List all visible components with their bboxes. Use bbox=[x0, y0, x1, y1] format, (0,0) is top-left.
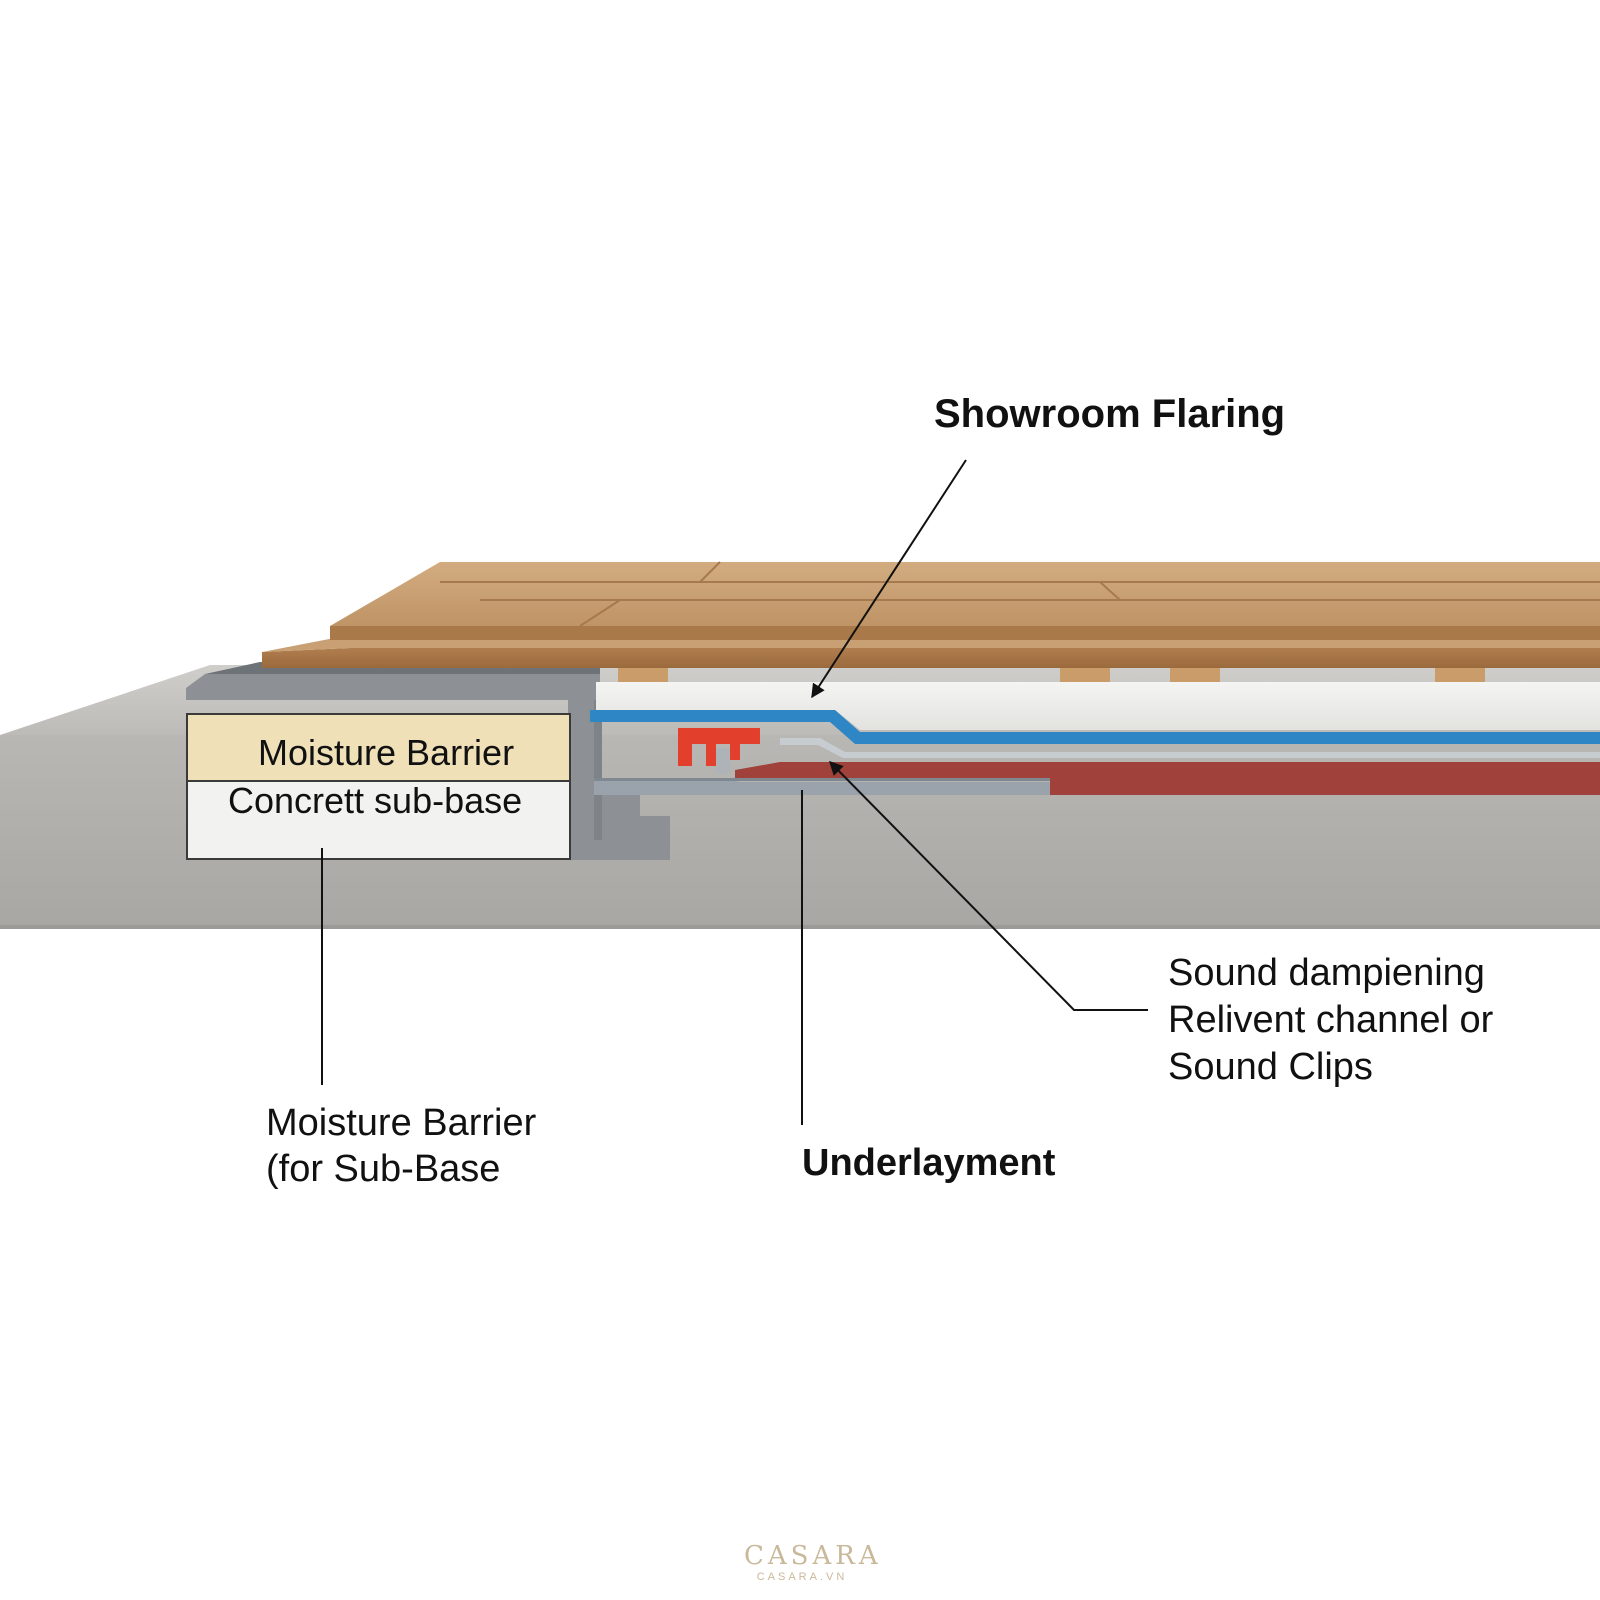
moisture-line-1: Moisture Barrier bbox=[266, 1102, 537, 1144]
steel-channel bbox=[594, 778, 1050, 795]
wood-flooring bbox=[262, 561, 1600, 668]
wood-battens bbox=[618, 668, 1485, 682]
sound-leader bbox=[829, 761, 1148, 1011]
showroom-leader bbox=[811, 459, 967, 699]
moisture-barrier-subbase-label: Moisture Barrier (for Sub-Base bbox=[266, 1100, 536, 1192]
underlayment-label: Underlayment bbox=[802, 1142, 1056, 1184]
casara-watermark-logo: CASARA CASARA.VN bbox=[744, 1541, 882, 1584]
sound-line-2: Relivent channel or bbox=[1168, 999, 1494, 1041]
moisture-line-2: (for Sub-Base bbox=[266, 1148, 501, 1190]
watermark-url: CASARA.VN bbox=[756, 1571, 848, 1583]
label-boxes bbox=[186, 713, 571, 860]
leader-lines bbox=[321, 459, 1148, 1125]
box-moisture-barrier-label: Moisture Barrier bbox=[258, 732, 515, 773]
sound-dampening-label: Sound dampiening Relivent channel or Sou… bbox=[1168, 950, 1493, 1091]
box-concrete-subbase-label: Concrett sub-base bbox=[228, 780, 523, 821]
sound-line-1: Sound dampiening bbox=[1168, 952, 1485, 994]
showroom-flaring-label: Showroom Flaring bbox=[934, 392, 1286, 436]
grey-layer bbox=[780, 738, 1600, 758]
sound-clip bbox=[678, 728, 760, 774]
red-underlayment bbox=[735, 762, 1600, 795]
blue-membrane bbox=[590, 710, 1600, 744]
watermark-brand: CASARA bbox=[744, 1541, 882, 1571]
sound-line-3: Sound Clips bbox=[1168, 1046, 1373, 1088]
foam-board bbox=[596, 682, 1600, 730]
